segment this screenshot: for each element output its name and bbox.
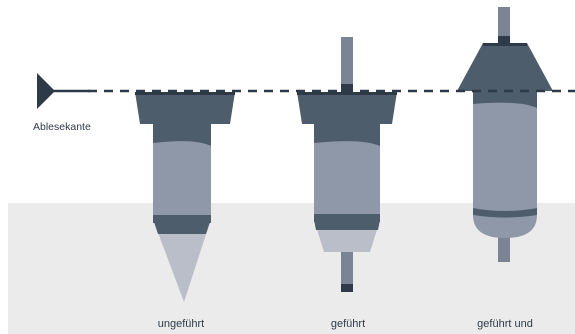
caption-guided: geführt xyxy=(330,318,366,330)
tool-unguided xyxy=(135,92,235,302)
reading-edge-pointer xyxy=(37,73,90,109)
caption-unguided: ungeführt xyxy=(157,318,205,330)
caption-guided-and: geführt und xyxy=(477,318,533,330)
tool-guided xyxy=(297,37,397,292)
reading-edge-label: Ablesekante xyxy=(33,121,91,133)
tool-guided-and xyxy=(457,7,553,262)
